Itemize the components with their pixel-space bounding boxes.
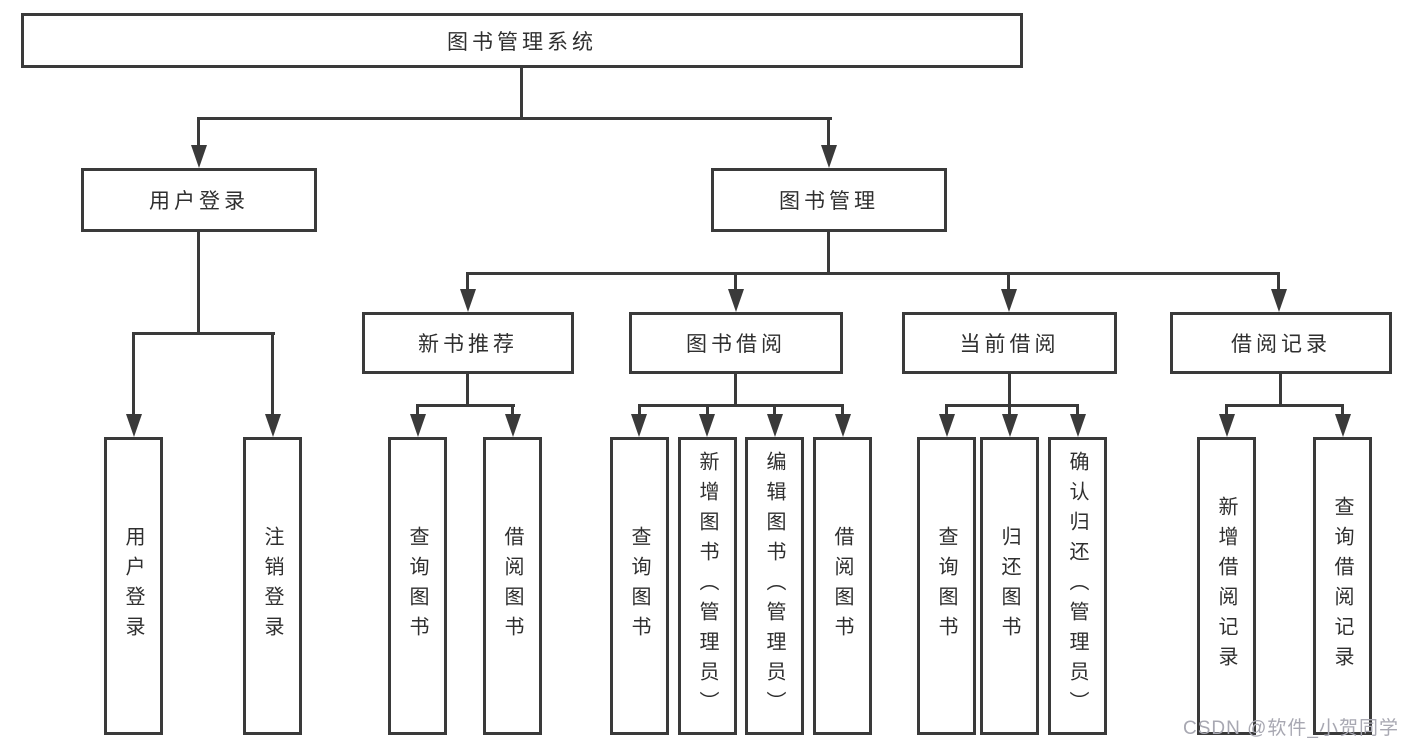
node-borrowing-records-label: 借阅记录 <box>1231 333 1331 356</box>
node-root-label: 图书管理系统 <box>447 30 597 54</box>
node-new-book-recommend-label: 新书推荐 <box>418 333 518 356</box>
leaf-query-books-borrow: 查询图书 <box>610 437 669 735</box>
connector-book-borrowing-stem <box>734 373 737 406</box>
connector-leaf-drop <box>638 404 641 417</box>
node-current-borrowing: 当前借阅 <box>902 312 1117 374</box>
arrow-down-icon <box>835 414 851 437</box>
connector-leaf-drop <box>773 404 776 417</box>
connector-current-borrowing-split <box>945 404 1079 407</box>
arrow-down-icon <box>1001 289 1017 312</box>
connector-leaf-drop <box>706 404 709 417</box>
connector-book-borrowing-split <box>638 404 844 407</box>
connector-user-login-stem <box>197 231 200 334</box>
connector-leaf-drop <box>416 404 419 417</box>
leaf-borrow-books: 借阅图书 <box>813 437 872 735</box>
arrow-down-icon <box>505 414 521 437</box>
connector-leaf-drop <box>1225 404 1228 417</box>
leaf-edit-books-admin-label: 编辑图书（管理员） <box>763 451 785 721</box>
connector-drop-current-borrowing <box>1007 272 1010 292</box>
arrow-down-icon <box>821 145 837 168</box>
leaf-add-books-admin-label: 新增图书（管理员） <box>696 451 718 721</box>
connector-drop-book-management <box>827 117 830 147</box>
node-new-book-recommend: 新书推荐 <box>362 312 574 374</box>
arrow-down-icon <box>191 145 207 168</box>
connector-borrowing-records-stem <box>1279 373 1282 406</box>
node-current-borrowing-label: 当前借阅 <box>959 333 1060 356</box>
leaf-return-books-label: 归还图书 <box>998 526 1020 646</box>
connector-user-login-split <box>132 332 275 335</box>
connector-leaf-drop <box>1341 404 1344 417</box>
connector-leaf-drop <box>945 404 948 417</box>
arrow-down-icon <box>728 289 744 312</box>
connector-leaf-drop <box>1076 404 1079 417</box>
connector-leaf-drop <box>511 404 514 417</box>
arrow-down-icon <box>767 414 783 437</box>
leaf-borrow-books-recommend-label: 借阅图书 <box>501 526 523 646</box>
node-book-borrowing-label: 图书借阅 <box>686 333 786 356</box>
arrow-down-icon <box>126 414 142 437</box>
connector-root-stem <box>520 67 523 119</box>
leaf-logout: 注销登录 <box>243 437 302 735</box>
arrow-down-icon <box>1070 414 1086 437</box>
node-user-login-label: 用户登录 <box>149 190 249 213</box>
leaf-edit-books-admin: 编辑图书（管理员） <box>745 437 804 735</box>
leaf-confirm-return-admin-label: 确认归还（管理员） <box>1066 451 1088 721</box>
node-book-management: 图书管理 <box>711 168 947 232</box>
arrow-down-icon <box>1271 289 1287 312</box>
connector-drop-leaf-logout <box>271 332 274 418</box>
leaf-return-books: 归还图书 <box>980 437 1039 735</box>
connector-drop-borrowing-records <box>1277 272 1280 292</box>
arrow-down-icon <box>1219 414 1235 437</box>
connector-borrowing-records-split <box>1225 404 1344 407</box>
leaf-query-books-recommend: 查询图书 <box>388 437 447 735</box>
connector-new-book-split <box>416 404 515 407</box>
node-book-management-label: 图书管理 <box>779 190 879 213</box>
leaf-query-books-borrow-label: 查询图书 <box>628 526 650 646</box>
arrow-down-icon <box>699 414 715 437</box>
node-borrowing-records: 借阅记录 <box>1170 312 1392 374</box>
arrow-down-icon <box>460 289 476 312</box>
arrow-down-icon <box>1002 414 1018 437</box>
connector-drop-book-borrowing <box>734 272 737 292</box>
connector-drop-new-book <box>466 272 469 292</box>
leaf-query-books-recommend-label: 查询图书 <box>406 526 428 646</box>
leaf-query-borrow-record-label: 查询借阅记录 <box>1331 496 1353 676</box>
connector-current-borrowing-stem <box>1008 373 1011 406</box>
leaf-user-login-label: 用户登录 <box>122 526 144 646</box>
connector-book-management-stem <box>827 231 830 274</box>
connector-drop-leaf-user-login <box>132 332 135 418</box>
node-book-borrowing: 图书借阅 <box>629 312 843 374</box>
leaf-add-borrow-record: 新增借阅记录 <box>1197 437 1256 735</box>
connector-level2-split <box>197 117 832 120</box>
leaf-query-books-current-label: 查询图书 <box>935 526 957 646</box>
arrow-down-icon <box>410 414 426 437</box>
connector-leaf-drop <box>1008 404 1011 417</box>
arrow-down-icon <box>1335 414 1351 437</box>
leaf-borrow-books-label: 借阅图书 <box>831 526 853 646</box>
arrow-down-icon <box>265 414 281 437</box>
leaf-add-books-admin: 新增图书（管理员） <box>678 437 737 735</box>
leaf-user-login: 用户登录 <box>104 437 163 735</box>
leaf-logout-label: 注销登录 <box>261 526 283 646</box>
leaf-borrow-books-recommend: 借阅图书 <box>483 437 542 735</box>
arrow-down-icon <box>939 414 955 437</box>
connector-leaf-drop <box>841 404 844 417</box>
leaf-query-books-current: 查询图书 <box>917 437 976 735</box>
connector-drop-user-login <box>197 117 200 147</box>
connector-new-book-stem <box>466 373 469 406</box>
leaf-query-borrow-record: 查询借阅记录 <box>1313 437 1372 735</box>
node-user-login: 用户登录 <box>81 168 317 232</box>
leaf-add-borrow-record-label: 新增借阅记录 <box>1215 496 1237 676</box>
arrow-down-icon <box>631 414 647 437</box>
connector-level3-split <box>466 272 1279 275</box>
csdn-watermark: CSDN @软件_小贺同学 <box>1183 718 1399 739</box>
node-root: 图书管理系统 <box>21 13 1023 68</box>
leaf-confirm-return-admin: 确认归还（管理员） <box>1048 437 1107 735</box>
